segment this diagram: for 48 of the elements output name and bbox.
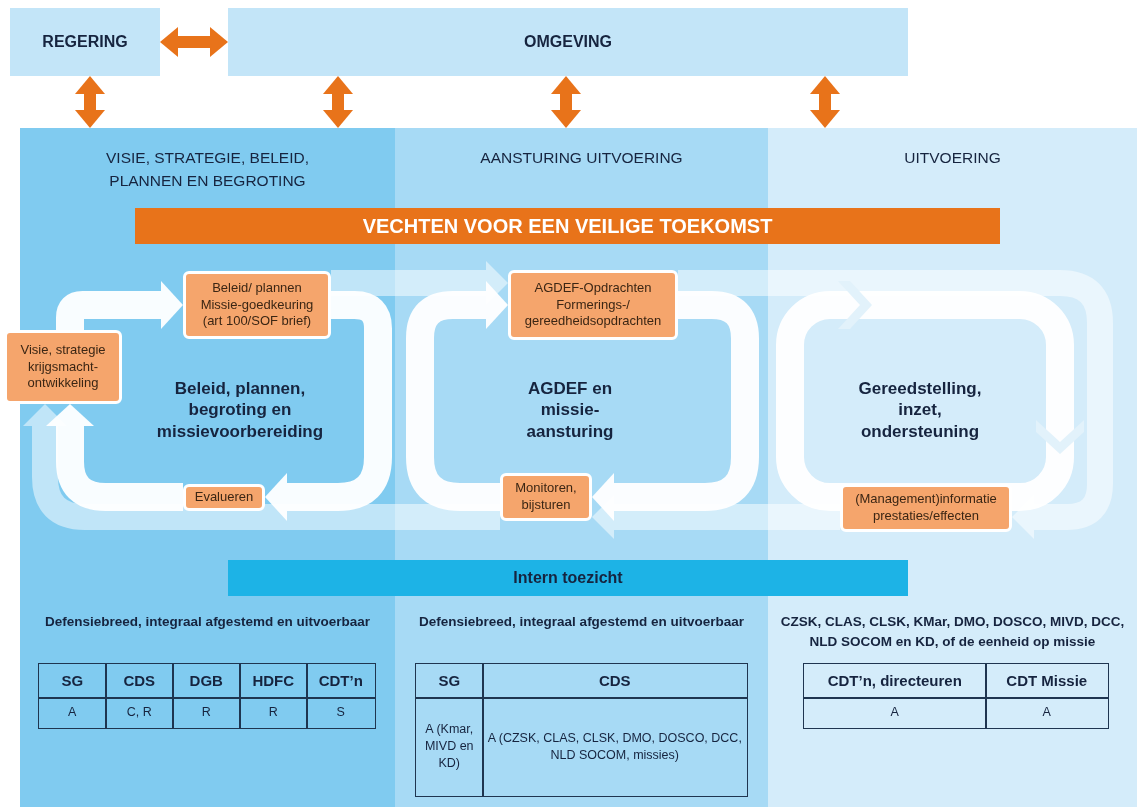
double-arrow bbox=[323, 76, 353, 128]
stage-title: AGDEF en missie-aansturing bbox=[505, 360, 635, 460]
column-heading: AANSTURING UITVOERING bbox=[479, 148, 684, 168]
table-cell: A bbox=[38, 697, 107, 729]
process-box: AGDEF-Opdrachten Formerings-/ gereedheidsopdrachten bbox=[508, 270, 678, 340]
double-arrow bbox=[810, 76, 840, 128]
table-cell: C, R bbox=[105, 697, 174, 729]
table-header-cell: CDS bbox=[482, 663, 748, 699]
flow-arrow bbox=[46, 404, 183, 511]
table-header-cell: SG bbox=[38, 663, 107, 699]
banner: VECHTEN VOOR EEN VEILIGE TOEKOMST bbox=[135, 208, 1000, 244]
stage-title: Gereedstelling, inzet, ondersteuning bbox=[840, 360, 1000, 460]
table-header-cell: CDT’n, directeuren bbox=[803, 663, 987, 699]
context-band: OMGEVING bbox=[228, 8, 908, 76]
double-arrow bbox=[551, 76, 581, 128]
table-heading: Defensiebreed, integraal afgestemd en uitvoerbaar bbox=[418, 613, 745, 631]
flow-arrow bbox=[265, 291, 392, 521]
process-box: Evalueren bbox=[183, 484, 265, 511]
process-box: Beleid/ plannen Missie-goedkeuring (art 100/SOF brief) bbox=[183, 271, 331, 339]
table-header-cell: HDFC bbox=[239, 663, 308, 699]
table-heading: CZSK, CLAS, CLSK, KMar, DMO, DOSCO, MIVD, DCC, NLD SOCOM en KD, of de eenheid op missie bbox=[779, 613, 1126, 651]
column-heading: VISIE, STRATEGIE, BELEID, PLANNEN EN BEGROTING bbox=[105, 148, 310, 192]
table-header-cell: CDT Missie bbox=[985, 663, 1109, 699]
table-header-cell: SG bbox=[415, 663, 484, 699]
double-arrow bbox=[160, 27, 228, 57]
process-box: Visie, strategie krijgsmacht-ontwikkeling bbox=[4, 330, 122, 404]
stage-title: Beleid, plannen, begroting en missievoorbereiding bbox=[140, 360, 340, 460]
table-cell: A (Kmar, MIVD en KD) bbox=[415, 697, 484, 797]
table-cell: A (CZSK, CLAS, CLSK, DMO, DOSCO, DCC, NLD SOCOM, missies) bbox=[482, 697, 748, 797]
process-box: (Management)informatie prestaties/effecten bbox=[840, 484, 1012, 532]
flow-arrow bbox=[678, 270, 1113, 539]
flow-arrow bbox=[56, 281, 183, 332]
oversight-bar: Intern toezicht bbox=[228, 560, 908, 596]
context-band: REGERING bbox=[10, 8, 160, 76]
table-header-cell: DGB bbox=[172, 663, 241, 699]
table-heading: Defensiebreed, integraal afgestemd en uitvoerbaar bbox=[44, 613, 371, 631]
table-header-cell: CDT’n bbox=[306, 663, 376, 699]
table-cell: R bbox=[239, 697, 308, 729]
table-cell: R bbox=[172, 697, 241, 729]
table-cell: A bbox=[803, 697, 987, 729]
table-cell: A bbox=[985, 697, 1109, 729]
flow-arrow bbox=[406, 281, 508, 511]
table-cell: S bbox=[306, 697, 376, 729]
table-header-cell: CDS bbox=[105, 663, 174, 699]
flow-arrow bbox=[592, 291, 759, 521]
column-heading: UITVOERING bbox=[903, 148, 1002, 168]
process-box: Monitoren, bijsturen bbox=[500, 473, 592, 521]
double-arrow bbox=[75, 76, 105, 128]
